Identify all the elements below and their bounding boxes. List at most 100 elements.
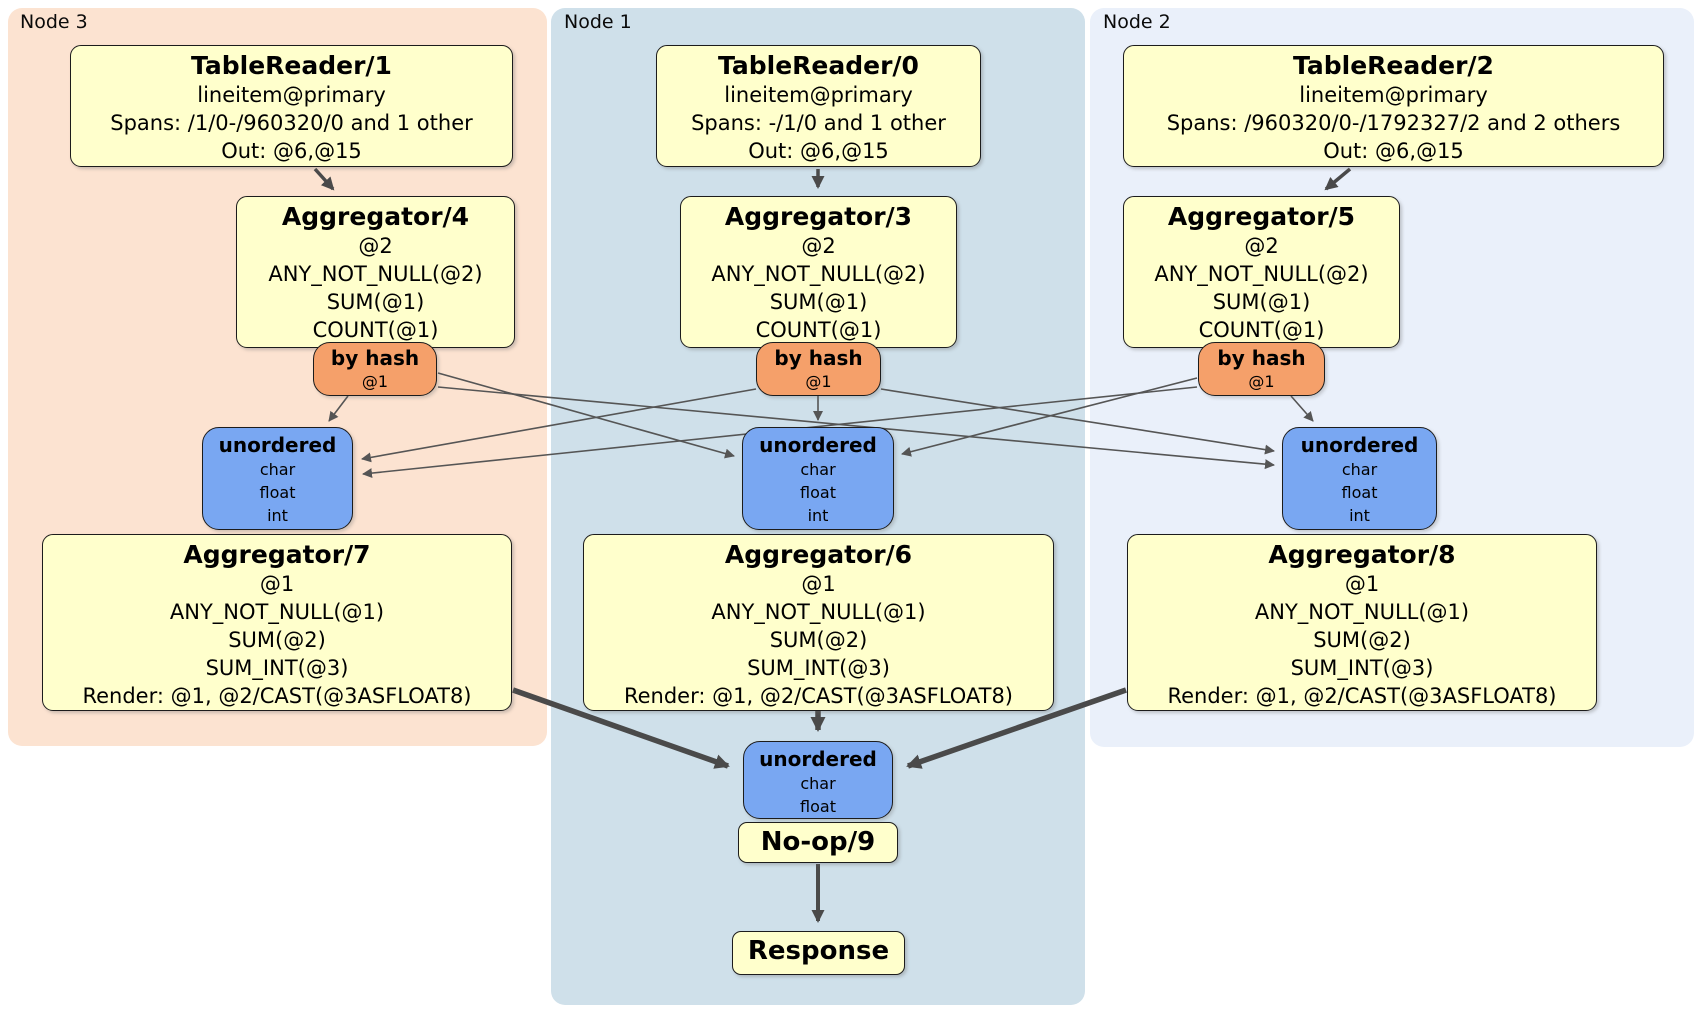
sync-line: char [259, 460, 296, 479]
edge-hash5-sync8 [1290, 395, 1314, 422]
sync-line: char [800, 460, 836, 479]
box-line: SUM_INT(@3) [205, 656, 349, 680]
sync-line: float [800, 797, 836, 816]
box-line: ANY_NOT_NULL(@2) [711, 262, 926, 286]
box-title: Aggregator/7 [183, 540, 371, 569]
processor-aggregator-3: Aggregator/3 @2 ANY_NOT_NULL(@2) SUM(@1)… [680, 196, 957, 348]
box-line: Render: @1, @2/CAST(@3ASFLOAT8) [623, 684, 1014, 708]
router-by-hash-4: by hash @1 [313, 342, 437, 396]
box-line: SUM(@2) [1313, 628, 1411, 652]
edge-tr2-agg5 [1324, 167, 1352, 191]
box-line: @1 [1344, 572, 1380, 596]
edge-hash3-sync7 [361, 388, 757, 463]
sync-title: unordered [218, 433, 337, 457]
box-line: SUM(@1) [326, 290, 425, 314]
box-line: @2 [358, 234, 393, 258]
box-line: ANY_NOT_NULL(@1) [169, 600, 385, 624]
response-box: Response [732, 931, 905, 975]
node1-label: Node 1 [564, 11, 632, 33]
box-line: Out: @6,@15 [748, 139, 889, 163]
box-title: Aggregator/8 [1268, 540, 1456, 569]
edge-agg8-syncfinal [906, 687, 1127, 769]
edge-hash5-sync6 [901, 377, 1198, 457]
processor-aggregator-8: Aggregator/8 @1 ANY_NOT_NULL(@1) SUM(@2)… [1127, 534, 1597, 711]
sync-line: int [1349, 506, 1370, 525]
router-line: @1 [361, 372, 389, 391]
edge-hash3-sync8 [880, 388, 1275, 455]
router-title: by hash [330, 346, 420, 370]
router-by-hash-3: by hash @1 [756, 342, 881, 396]
box-line: @1 [801, 572, 836, 596]
sync-unordered-8: unordered char float int [1282, 427, 1437, 530]
box-line: SUM(@1) [1212, 290, 1311, 314]
node3-label: Node 3 [20, 11, 88, 33]
box-line: Out: @6,@15 [1323, 139, 1464, 163]
box-line: Spans: /960320/0-/1792327/2 and 2 others [1166, 111, 1621, 135]
processor-aggregator-7: Aggregator/7 @1 ANY_NOT_NULL(@1) SUM(@2)… [42, 534, 512, 711]
box-line: lineitem@primary [1299, 83, 1488, 107]
box-line: lineitem@primary [724, 83, 913, 107]
sync-line: float [259, 483, 296, 502]
processor-tablereader-1: TableReader/1 lineitem@primary Spans: /1… [70, 45, 513, 167]
box-title: TableReader/1 [191, 51, 392, 80]
box-line: ANY_NOT_NULL(@1) [711, 600, 926, 624]
box-line: Spans: -/1/0 and 1 other [691, 111, 946, 135]
box-line: @2 [801, 234, 836, 258]
sync-line: float [1341, 483, 1378, 502]
processor-aggregator-6: Aggregator/6 @1 ANY_NOT_NULL(@1) SUM(@2)… [583, 534, 1054, 711]
processor-aggregator-4: Aggregator/4 @2 ANY_NOT_NULL(@2) SUM(@1)… [236, 196, 515, 348]
box-line: ANY_NOT_NULL(@2) [268, 262, 483, 286]
sync-line: int [807, 506, 829, 525]
box-title: Response [747, 936, 890, 966]
node2-label: Node 2 [1103, 11, 1171, 33]
edge-hash4-sync8 [437, 386, 1275, 470]
box-line: @1 [259, 572, 295, 596]
box-line: SUM_INT(@3) [747, 656, 890, 680]
box-line: Render: @1, @2/CAST(@3ASFLOAT8) [1167, 684, 1557, 708]
box-line: Out: @6,@15 [221, 139, 362, 163]
edge-hash4-sync7 [328, 395, 349, 422]
box-title: TableReader/2 [1293, 51, 1494, 80]
edge-agg7-syncfinal [512, 687, 730, 769]
box-line: SUM(@1) [769, 290, 868, 314]
sync-title: unordered [1300, 433, 1419, 457]
box-line: lineitem@primary [197, 83, 386, 107]
box-line: SUM(@2) [769, 628, 868, 652]
router-line: @1 [1248, 372, 1275, 391]
box-line: SUM(@2) [228, 628, 326, 652]
sync-line: char [1341, 460, 1378, 479]
box-title: Aggregator/3 [724, 202, 913, 231]
sync-unordered-6: unordered char float int [742, 427, 894, 530]
processor-aggregator-5: Aggregator/5 @2 ANY_NOT_NULL(@2) SUM(@1)… [1123, 196, 1400, 348]
sync-unordered-7: unordered char float int [202, 427, 353, 530]
box-line: @2 [1244, 234, 1279, 258]
router-title: by hash [774, 346, 863, 370]
box-line: Render: @1, @2/CAST(@3ASFLOAT8) [82, 684, 472, 708]
box-line: COUNT(@1) [1198, 318, 1325, 342]
sync-line: int [267, 506, 288, 525]
box-title: TableReader/0 [718, 51, 919, 80]
sync-title: unordered [759, 747, 877, 771]
router-line: @1 [805, 372, 832, 391]
box-line: COUNT(@1) [312, 318, 439, 342]
box-line: ANY_NOT_NULL(@2) [1154, 262, 1369, 286]
processor-tablereader-0: TableReader/0 lineitem@primary Spans: -/… [656, 45, 981, 167]
box-title: Aggregator/4 [281, 202, 470, 231]
box-title: Aggregator/6 [724, 540, 913, 569]
processor-noop-9: No-op/9 [738, 822, 898, 863]
sync-title: unordered [759, 433, 877, 457]
box-line: ANY_NOT_NULL(@1) [1254, 600, 1470, 624]
edge-hash4-sync6 [437, 372, 735, 459]
sync-unordered-final: unordered char float [743, 741, 893, 819]
box-line: Spans: /1/0-/960320/0 and 1 other [110, 111, 473, 135]
box-line: COUNT(@1) [755, 318, 882, 342]
router-title: by hash [1217, 346, 1306, 370]
router-by-hash-5: by hash @1 [1198, 342, 1325, 396]
sync-line: char [800, 774, 836, 793]
edge-tr1-agg4 [313, 167, 335, 191]
box-title: Aggregator/5 [1167, 202, 1356, 231]
box-line: SUM_INT(@3) [1290, 656, 1434, 680]
box-title: No-op/9 [760, 827, 876, 857]
